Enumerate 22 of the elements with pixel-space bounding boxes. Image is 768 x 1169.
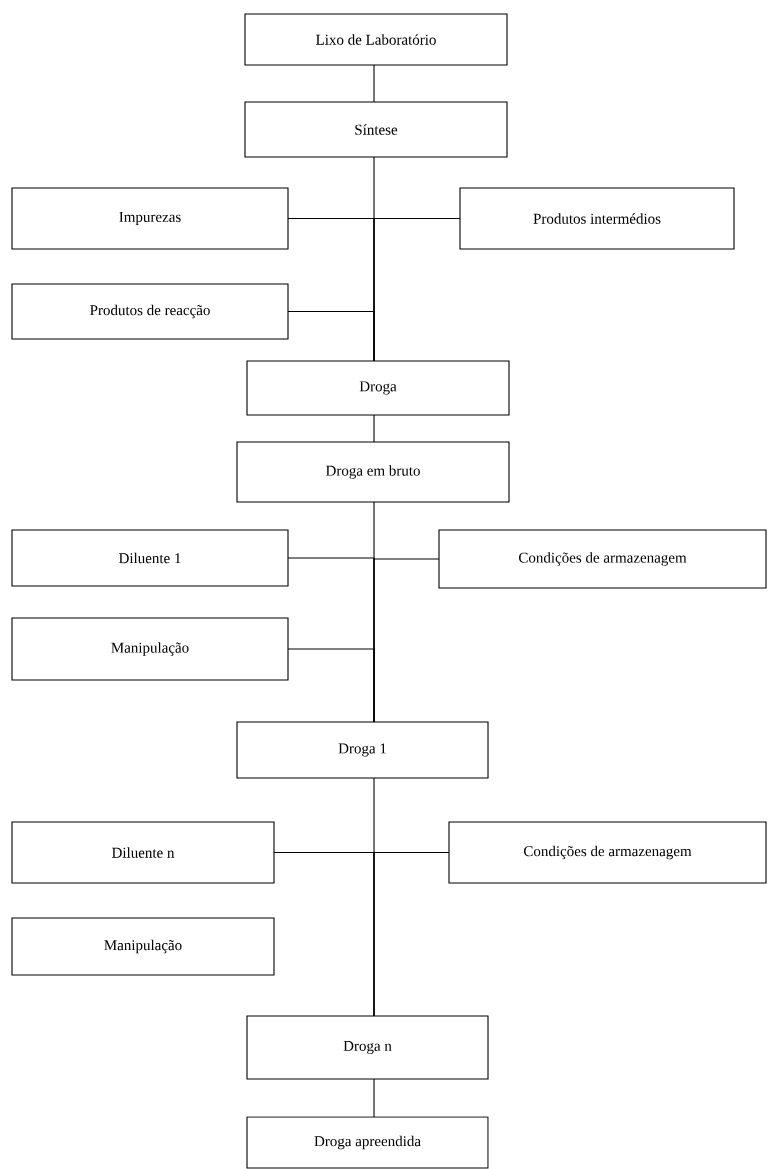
process-box: Síntese (244, 101, 508, 158)
process-box: Droga em bruto (236, 441, 510, 503)
process-box: Produtos intermédios (459, 187, 735, 250)
process-box: Droga n (246, 1015, 489, 1080)
process-box: Manipulação (11, 617, 289, 681)
process-box: Diluente n (11, 821, 275, 884)
connector-line (287, 648, 375, 723)
connector-line (373, 414, 375, 443)
connector-line (373, 851, 450, 1017)
process-box: Droga 1 (236, 721, 489, 779)
process-box: Droga apreendida (246, 1116, 489, 1169)
connector-line (373, 1078, 375, 1118)
process-box: Condições de armazenagem (438, 529, 767, 589)
process-box: Produtos de reacção (11, 283, 289, 340)
process-box: Impurezas (11, 187, 289, 250)
connector-line (287, 310, 375, 362)
process-box: Condições de armazenagem (448, 821, 767, 884)
process-box: Diluente 1 (11, 529, 289, 587)
process-box: Manipulação (11, 917, 275, 976)
connector-line (373, 64, 375, 103)
process-box: Lixo de Laboratório (244, 13, 508, 66)
process-box: Droga (246, 360, 510, 416)
